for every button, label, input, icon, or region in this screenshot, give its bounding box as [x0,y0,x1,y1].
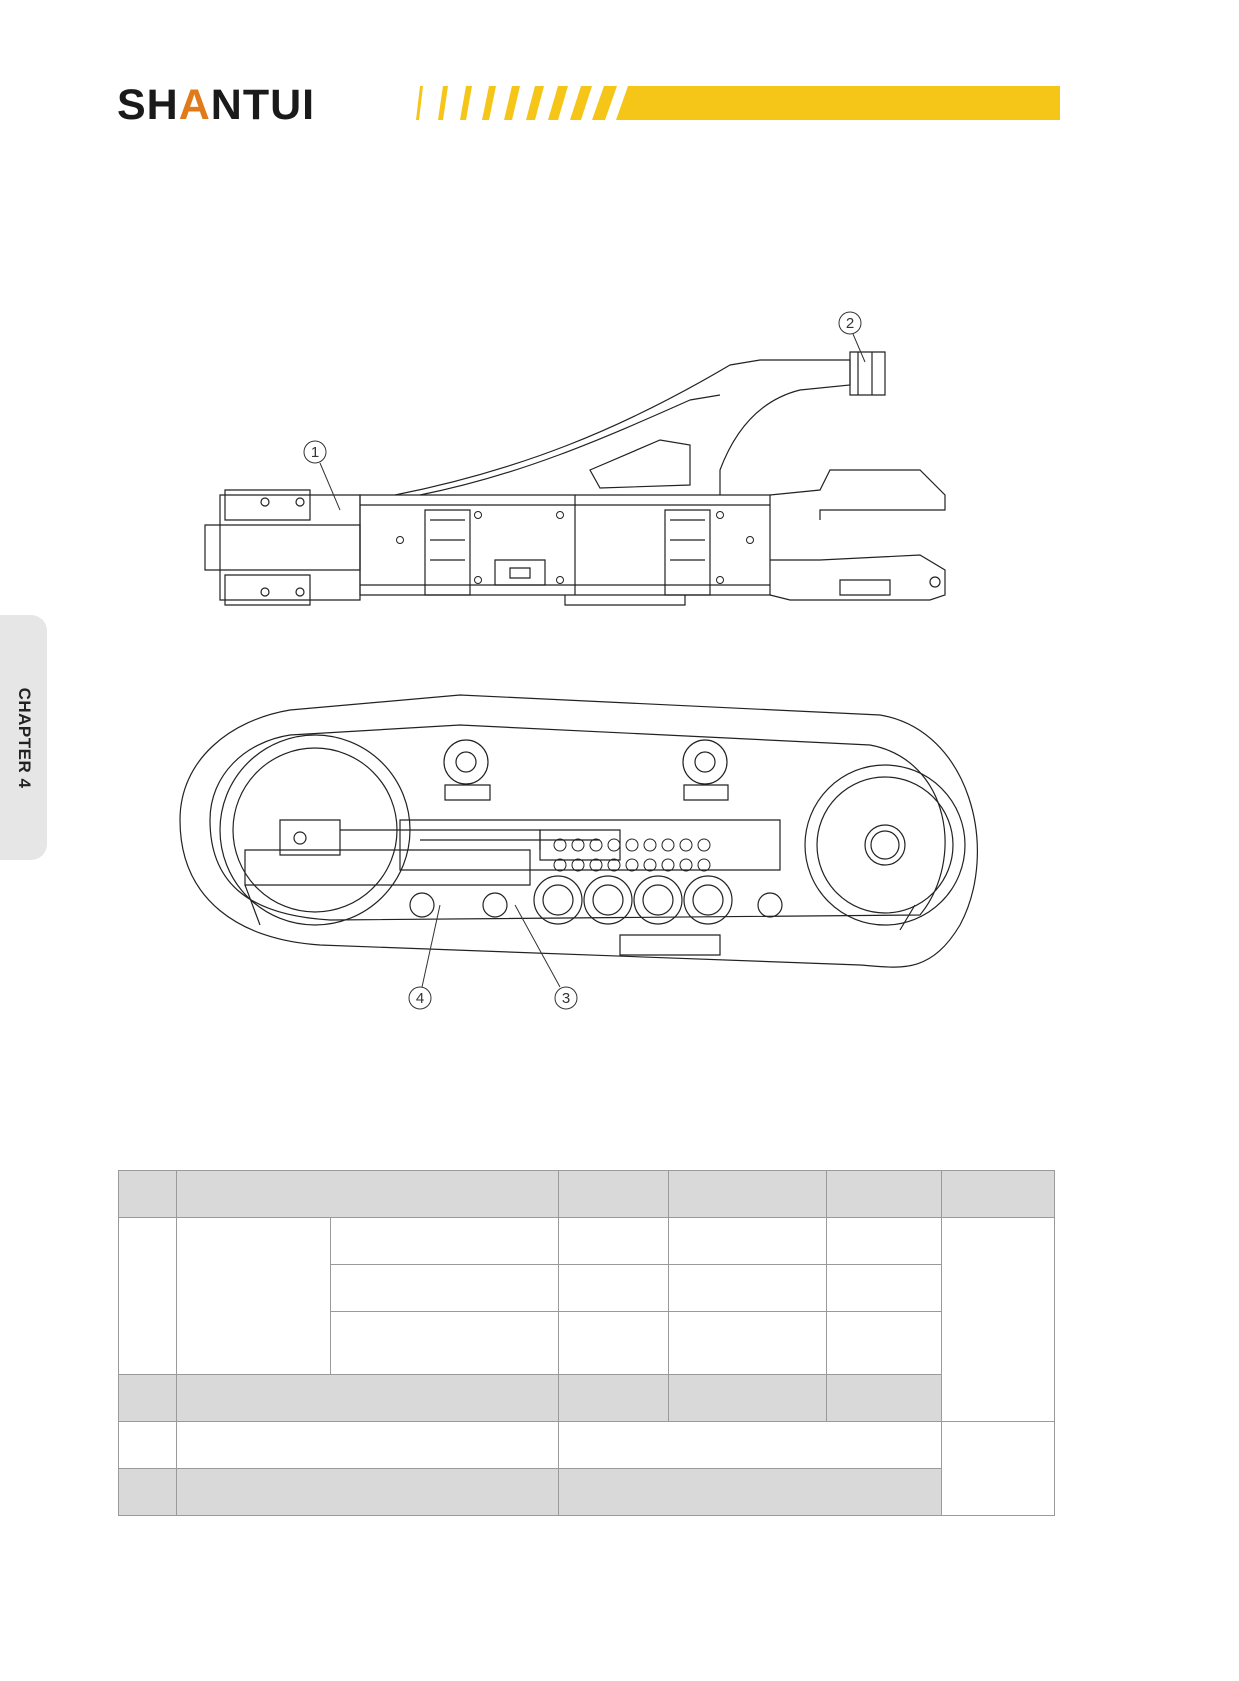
chapter-side-tab: CHAPTER 4 [0,615,47,860]
table-cell [941,1170,1055,1218]
table-cell [330,1264,559,1312]
table-cell [176,1374,559,1422]
header-stripe-bar [416,86,1060,120]
table-cell [826,1264,942,1312]
undercarriage-drawing: 1 2 3 4 [179,311,978,1010]
svg-text:3: 3 [562,990,570,1007]
table-cell [668,1217,827,1265]
table-cell [330,1217,559,1265]
callout-2: 2 [838,311,866,363]
track-frame-top-view [204,351,946,606]
table-cell [118,1170,177,1218]
svg-text:1: 1 [311,444,319,461]
svg-text:4: 4 [416,990,424,1007]
specification-table [118,1170,1055,1516]
table-row [118,1374,1055,1422]
shantui-logo: SHANTUI [117,81,316,129]
table-cell [558,1217,669,1265]
frame-bolts [396,511,754,584]
table-cell [941,1421,1055,1516]
table-cell [826,1217,942,1265]
table-cell [558,1468,942,1516]
table-cell [826,1170,942,1218]
table-cell [330,1311,559,1375]
callout-1: 1 [303,440,341,511]
table-cell [826,1374,942,1422]
table-row [119,1264,1055,1312]
table-cell [118,1421,177,1469]
track-side-view [179,694,978,968]
table-cell [558,1421,942,1469]
table-cell [558,1170,669,1218]
svg-text:2: 2 [846,315,854,332]
tension-spring [553,838,711,872]
table-cell [118,1217,177,1375]
table-cell [176,1170,559,1218]
table-row [118,1421,1055,1516]
table-row [118,1217,1055,1422]
table-cell [941,1217,1055,1422]
table-cell [118,1374,177,1422]
table-cell [668,1374,827,1422]
table-header-row [118,1170,1055,1218]
table-cell [558,1311,669,1375]
table-cell [118,1468,177,1516]
table-cell [176,1217,331,1375]
callout-3: 3 [514,904,578,1010]
callout-4: 4 [408,904,441,1010]
table-row [118,1468,1055,1516]
table-cell [176,1421,559,1469]
table-cell [558,1264,669,1312]
table-cell [668,1311,827,1375]
table-cell [176,1468,559,1516]
table-cell [668,1170,827,1218]
table-cell [558,1374,669,1422]
table-row [119,1311,1055,1375]
table-cell [668,1264,827,1312]
table-cell [826,1311,942,1375]
